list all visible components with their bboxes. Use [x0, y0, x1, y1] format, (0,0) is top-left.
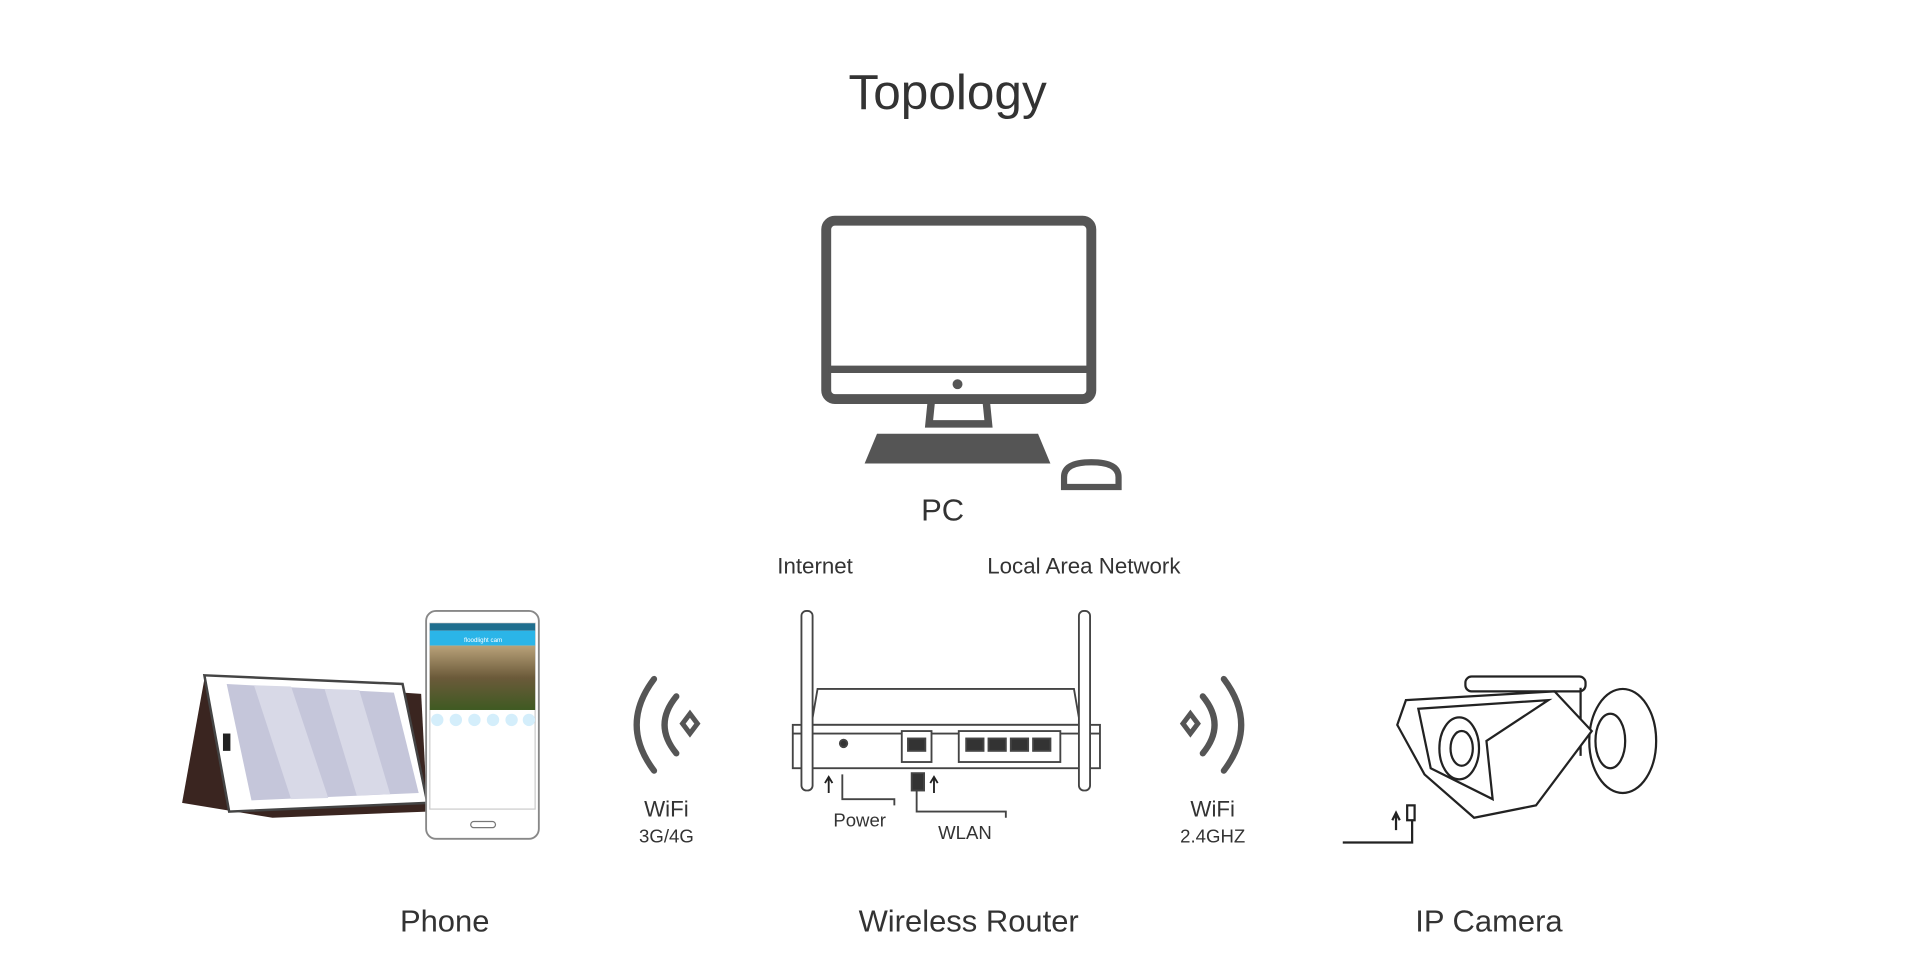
- pc-label: PC: [921, 492, 964, 527]
- wifi-left-sub: 3G/4G: [639, 826, 694, 847]
- pc-icon: [821, 215, 1122, 491]
- power-label: Power: [833, 809, 886, 830]
- camera-label: IP Camera: [1415, 904, 1563, 939]
- wifi-signal-icon: [633, 675, 701, 774]
- phone-icon: floodlight cam: [425, 609, 540, 840]
- wifi-signal-icon: [1179, 675, 1245, 774]
- lan-label: Local Area Network: [987, 554, 1181, 579]
- wifi-left-label: WiFi: [644, 797, 689, 822]
- internet-label: Internet: [777, 554, 853, 579]
- ip-camera-icon: [1342, 675, 1658, 844]
- wifi-right-label: WiFi: [1190, 797, 1235, 822]
- wifi-right-sub: 2.4GHZ: [1180, 826, 1245, 847]
- diagram-title: Topology: [848, 65, 1047, 120]
- tablet-icon: [182, 674, 429, 818]
- phone-label: Phone: [400, 904, 490, 939]
- wlan-label: WLAN: [938, 822, 992, 843]
- router-label: Wireless Router: [859, 904, 1079, 939]
- router-icon: [791, 609, 1101, 818]
- app-header-title: floodlight cam: [464, 637, 502, 644]
